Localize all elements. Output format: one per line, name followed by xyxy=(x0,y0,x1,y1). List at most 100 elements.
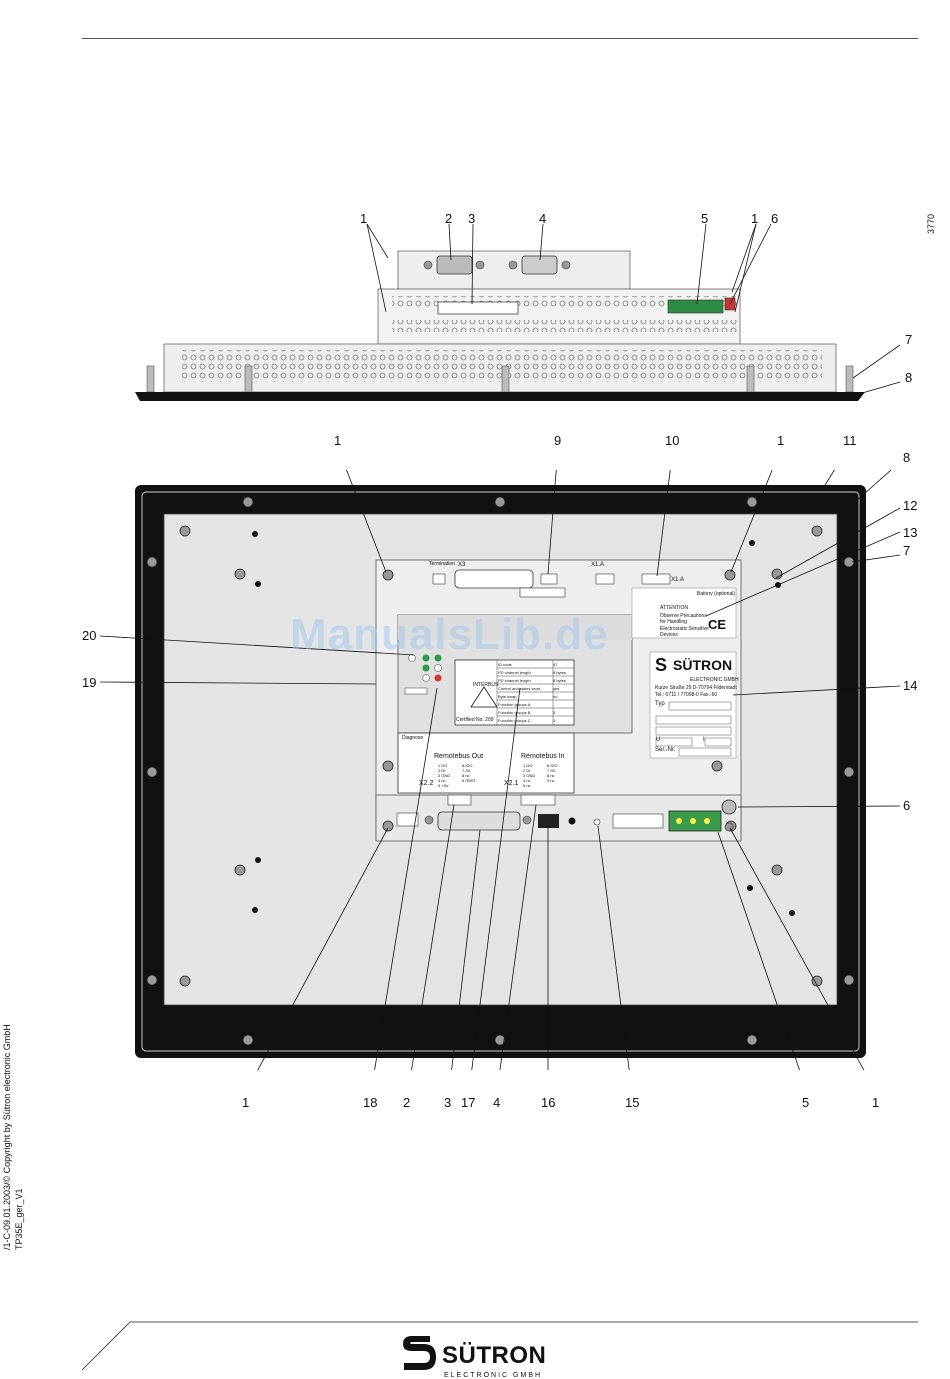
rear-view-drawing xyxy=(99,470,901,1070)
certified-label: Certified No. 209 xyxy=(456,717,494,723)
type-plate-logo-icon: S xyxy=(655,655,668,675)
pin-label: 7 /DI xyxy=(462,768,471,773)
type-plate-tel: Tel.: 0711 / 77098-0 Fax.-60 xyxy=(655,692,718,698)
callout-bottom-15: 15 xyxy=(625,1095,640,1110)
callout-bottom-17: 17 xyxy=(461,1095,476,1110)
callout-bottom-1r: 1 xyxy=(872,1095,880,1110)
table-row: Function groups A xyxy=(498,701,574,709)
callout-main-13: 13 xyxy=(903,525,918,540)
type-plate-ie: I xyxy=(703,737,705,743)
callout-main-9: 9 xyxy=(554,433,562,448)
remotebus-in-label: Remotebus In xyxy=(521,753,565,760)
type-plate-ser: Ser.-Nr. xyxy=(655,747,676,753)
callout-top-1a: 1 xyxy=(360,211,368,226)
footer-brand-sub: ELECTRONIC GMBH xyxy=(444,1372,543,1379)
callout-main-7: 7 xyxy=(903,543,911,558)
callout-main-11: 11 xyxy=(843,433,857,448)
table-cell-value: 8 bytes xyxy=(553,670,566,675)
table-cell-key: Byte swap xyxy=(498,694,517,699)
callout-bottom-16: 16 xyxy=(541,1095,556,1110)
callout-bottom-1: 1 xyxy=(242,1095,250,1110)
footer-rule xyxy=(81,1321,918,1371)
attention-line-3: Electrostatic Sensitive xyxy=(660,626,709,632)
callout-bottom-3: 3 xyxy=(444,1095,452,1110)
diagnose-label: Diagnose xyxy=(402,735,424,741)
pin-label: 4 nc xyxy=(438,778,446,783)
type-plate-ue: U xyxy=(656,737,661,743)
document-version: TP35E_ger_V1 xyxy=(14,1188,24,1250)
watermark: ManualsLib.de xyxy=(290,610,609,659)
callout-main-1a: 1 xyxy=(334,433,342,448)
callout-top-1b: 1 xyxy=(751,211,759,226)
x22-label: X2.2 xyxy=(419,780,434,787)
table-row: Function groups B 3 xyxy=(498,709,574,717)
callout-top-3: 3 xyxy=(468,211,476,226)
label-battery: Battery (optional) xyxy=(696,591,735,597)
callout-bottom-4: 4 xyxy=(493,1095,501,1110)
label-x1a-2: X1.A xyxy=(671,577,685,583)
sutron-s-icon xyxy=(403,1336,436,1370)
callout-main-20: 20 xyxy=(82,628,97,643)
top-rule xyxy=(82,38,918,39)
ce-mark: CE xyxy=(708,617,727,632)
table-cell-key: Control and states word xyxy=(498,686,541,691)
table-row: PD channel length 8 bytes xyxy=(498,677,574,685)
callout-top-8: 8 xyxy=(905,370,913,385)
attention-line-1: Observe Precautions xyxy=(660,613,707,619)
pin-label: 4 nc xyxy=(523,778,531,783)
table-cell-key: ID code xyxy=(498,662,512,667)
callout-bottom-2: 2 xyxy=(403,1095,411,1110)
table-cell-key: Function groups B xyxy=(498,710,531,715)
pin-label: 7 /DI xyxy=(547,768,556,773)
table-cell-value xyxy=(553,701,574,709)
callout-main-10: 10 xyxy=(665,433,680,448)
footer-brand: SÜTRON xyxy=(442,1342,547,1369)
callout-main-19: 19 xyxy=(82,675,97,690)
pin-label: 8 nc xyxy=(462,773,470,778)
callout-main-14: 14 xyxy=(903,678,918,693)
callout-top-5: 5 xyxy=(701,211,709,226)
remotebus-out-label: Remotebus Out xyxy=(434,753,484,760)
pin-label: 3 GND xyxy=(523,773,536,778)
pin-label: 6 /DO xyxy=(547,763,558,768)
label-x1a: X1.A xyxy=(591,562,605,568)
type-plate-brand: SÜTRON xyxy=(673,657,733,673)
callout-main-8: 8 xyxy=(903,450,911,465)
table-cell-key: PD channel length xyxy=(498,678,531,683)
table-cell-value: yes xyxy=(553,686,560,691)
table-cell-key: PD channel length xyxy=(498,670,531,675)
label-termination: Termination xyxy=(429,561,455,567)
table-cell-value: 47 xyxy=(553,662,558,667)
table-cell-value: 8 bytes xyxy=(553,678,566,683)
callout-top-7: 7 xyxy=(905,332,913,347)
pin-label: 2 DI xyxy=(523,768,531,773)
callout-bottom-18: 18 xyxy=(363,1095,378,1110)
pin-label: 1 DO xyxy=(523,763,533,768)
table-row: ID code 47 xyxy=(498,661,574,669)
pin-label: 3 GND xyxy=(438,773,451,778)
attention-line-2: for Handling xyxy=(660,619,687,625)
table-cell-value: 3 xyxy=(553,710,556,715)
type-plate-brand-sub: ELECTRONIC GMBH xyxy=(690,677,739,683)
attention-line-4: Devices xyxy=(660,632,678,638)
type-plate-typ: Typ xyxy=(655,701,665,707)
pin-label: 1 DO xyxy=(438,763,448,768)
table-cell-key: Function groups A xyxy=(498,702,531,707)
pin-label: 5 +5V xyxy=(438,783,449,788)
label-x3: X3 xyxy=(458,562,466,568)
pin-label: 8 nc xyxy=(547,773,555,778)
table-cell-key: Function groups C xyxy=(498,718,531,723)
callout-main-6: 6 xyxy=(903,798,911,813)
attention-title: ATTENTION xyxy=(660,605,688,611)
callout-top-6: 6 xyxy=(771,211,779,226)
pin-label: 2 DI xyxy=(438,768,446,773)
pin-label: 6 /DO xyxy=(462,763,473,768)
callout-main-12: 12 xyxy=(903,498,918,513)
